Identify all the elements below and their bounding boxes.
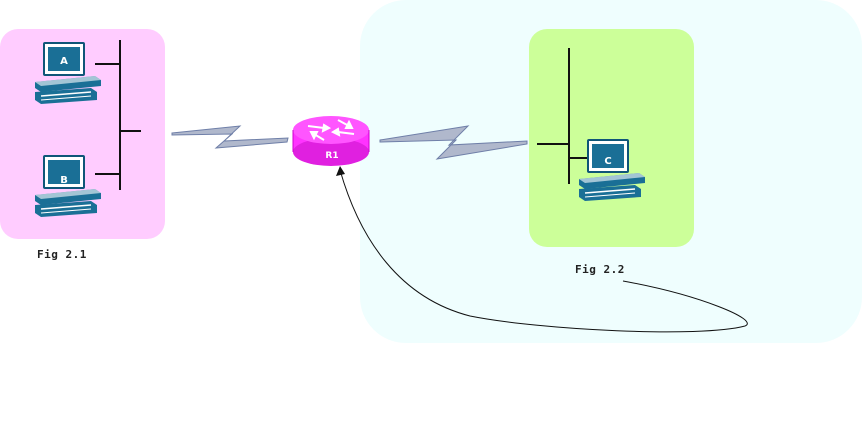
- serial-link-left-icon: [171, 125, 289, 149]
- zone-subnet-c: [529, 29, 694, 247]
- fig-2-1-label: Fig 2.1: [37, 248, 87, 261]
- pc-a-label: A: [60, 56, 68, 67]
- router-r1-icon[interactable]: R1: [292, 116, 370, 166]
- ethernet-bus-left: [95, 40, 141, 190]
- serial-link-right-icon: [379, 125, 528, 160]
- pc-c-icon[interactable]: C: [578, 138, 646, 202]
- pc-b-icon[interactable]: B: [34, 154, 102, 218]
- pc-c-label: C: [604, 156, 611, 167]
- ethernet-bus-right: [537, 48, 592, 184]
- fig-2-2-label: Fig 2.2: [575, 263, 625, 276]
- pc-b-label: B: [60, 175, 68, 186]
- pc-a-icon[interactable]: A: [34, 41, 102, 105]
- router-r1-label: R1: [325, 151, 338, 161]
- annotation-arrow: [336, 166, 748, 333]
